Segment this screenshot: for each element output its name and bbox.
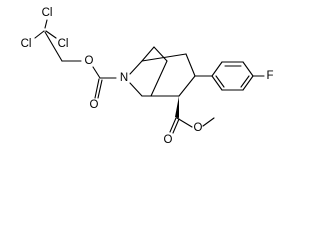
bond-ch2-ch2 [153,46,168,62]
bond-c-double-o-2 [97,79,103,99]
bond-bridgehead-top-ch2 [141,46,155,62]
bond-carbonyl-c-o [176,117,193,128]
methyl-ester-group [169,96,215,134]
bond-ring-3 [242,61,254,77]
atom-label-ester-oxygen-methyl-ester: O [194,122,203,134]
atom-label-cl-top: Cl [42,7,53,19]
bond-o-carbonyl-c [92,66,101,79]
atom-labels: Cl Cl Cl O O N F O O [21,7,274,146]
atom-label-cl-right: Cl [58,38,69,50]
bond-n-bridgehead-top [129,60,143,75]
bond-ring-4 [242,75,254,91]
bond-cl-right-cc [45,30,57,39]
bond-ring-1 [211,61,223,77]
atom-label-cl-left: Cl [21,38,32,50]
chemical-structure-diagram: Cl Cl Cl O O N F O O [21,7,274,146]
bond-ccl3-ch2 [44,31,63,62]
wedge-c2-carbonyl [175,96,179,118]
bond-c-double-o-1 [94,78,100,99]
bond-c-double-o-a [169,117,177,133]
atom-label-bridge-nitrogen: N [120,72,128,84]
atom-label-carbonyl-oxygen-methyl-ester: O [164,134,173,146]
bond-n-bridgehead-bottom [129,82,143,97]
bond-cl-left-cc [34,30,45,39]
bond-c3prime-c2 [178,75,196,97]
tropane-skeleton [129,46,196,97]
bond-ring-inner-2 [240,75,250,88]
bond-c3-c3prime [185,53,196,77]
fluorophenyl-group [194,61,265,91]
atom-label-carbonyl-oxygen-carbamate: O [90,99,99,111]
carbamate-group [92,66,117,99]
bond-ring-inner-3 [215,75,225,88]
bond-ring-6 [211,75,223,91]
atom-label-ester-oxygen-carbamate: O [85,55,94,67]
bond-ch2-bridgehead-bottom [150,60,168,97]
bond-o-methyl [202,117,215,127]
bond-c-double-o-b [172,118,180,134]
bond-cl-top-cc [44,19,48,29]
atom-label-fluorine: F [266,70,273,82]
trichloroethyl-group [34,19,82,62]
